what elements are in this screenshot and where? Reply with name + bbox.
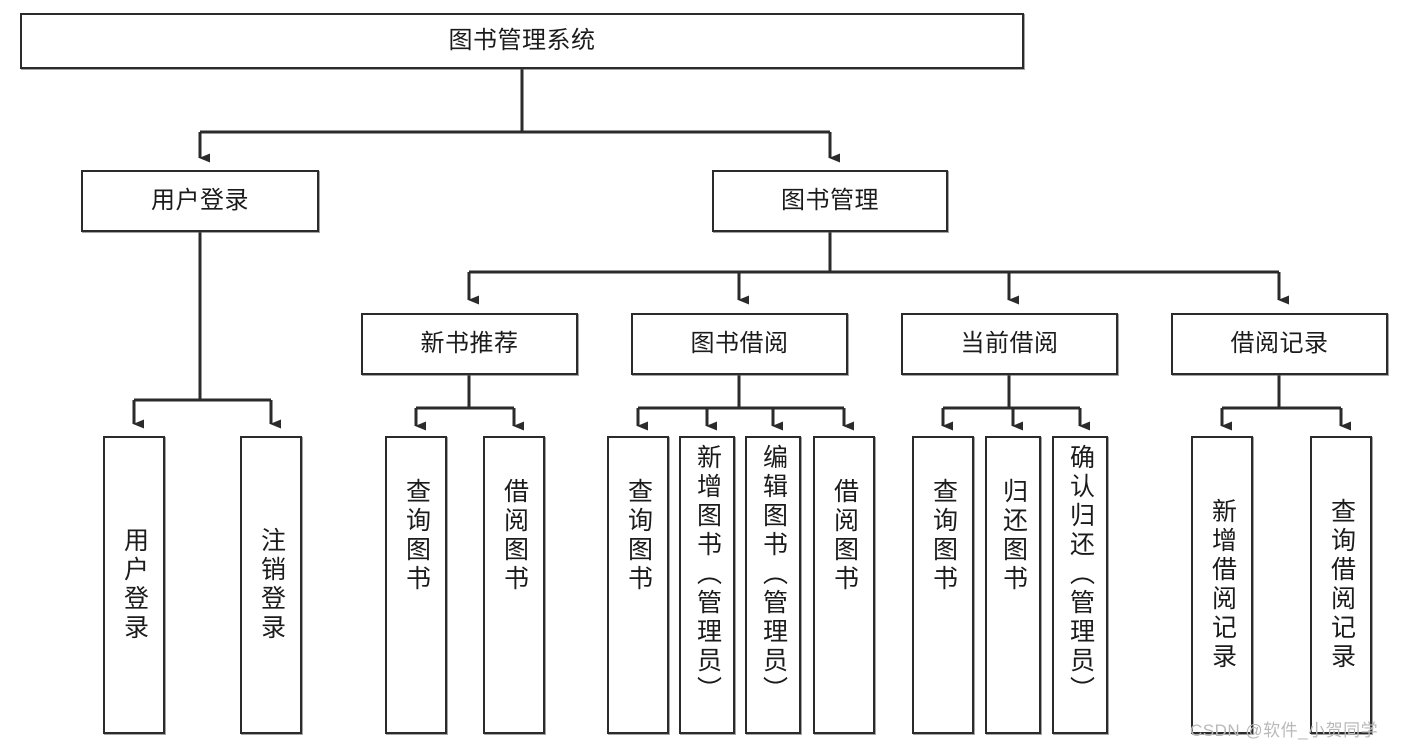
node-book-manage-label: 图书管理	[781, 186, 879, 214]
node-current-borrow-label: 当前借阅	[960, 329, 1059, 357]
node-leaf-borrow-borrow-book[interactable]: 借阅图书	[813, 436, 875, 734]
node-leaf-cur-confirm-return-label: 确认归还（管理员）	[1066, 444, 1095, 705]
node-user-login-label: 用户登录	[151, 186, 249, 214]
node-user-login[interactable]: 用户登录	[81, 170, 319, 232]
node-book-borrow[interactable]: 图书借阅	[631, 313, 848, 375]
node-book-borrow-label: 图书借阅	[690, 329, 789, 357]
node-leaf-borrow-add-book-label: 新增图书（管理员）	[693, 444, 722, 705]
node-new-book-recommend[interactable]: 新书推荐	[361, 313, 578, 375]
node-leaf-user-logout[interactable]: 注销登录	[240, 436, 302, 734]
csdn-watermark: CSDN @软件_小贺同学	[1190, 721, 1379, 740]
edge-currentborrow-to-leaves	[941, 375, 1090, 431]
node-leaf-user-login-label: 用户登录	[120, 527, 149, 643]
node-new-book-recommend-label: 新书推荐	[420, 329, 519, 357]
node-leaf-borrow-borrow-book-label: 借阅图书	[830, 478, 859, 594]
node-leaf-rec-add-record-label: 新增借阅记录	[1208, 498, 1237, 672]
node-leaf-borrow-query-book[interactable]: 查询图书	[607, 436, 669, 734]
node-root-system-label: 图书管理系统	[448, 26, 596, 54]
node-leaf-user-logout-label: 注销登录	[257, 527, 286, 643]
node-leaf-cur-confirm-return[interactable]: 确认归还（管理员）	[1052, 436, 1108, 734]
edge-bookmanage-to-level3	[467, 232, 1289, 305]
node-leaf-borrow-query-book-label: 查询图书	[624, 478, 653, 594]
edge-userlogin-to-leaves	[132, 232, 281, 429]
node-leaf-borrow-add-book[interactable]: 新增图书（管理员）	[679, 436, 735, 734]
edge-bookborrow-to-leaves	[636, 375, 854, 431]
node-leaf-rec-query-record[interactable]: 查询借阅记录	[1310, 436, 1372, 734]
edge-root-to-level2	[198, 69, 840, 163]
node-leaf-cur-query-book-label: 查询图书	[929, 478, 958, 594]
node-leaf-cur-query-book[interactable]: 查询图书	[912, 436, 974, 734]
edge-borrowrecord-to-leaves	[1220, 375, 1351, 431]
node-current-borrow[interactable]: 当前借阅	[901, 313, 1118, 375]
node-leaf-cur-return-book[interactable]: 归还图书	[985, 436, 1041, 734]
node-leaf-borrow-edit-book-label: 编辑图书（管理员）	[759, 444, 788, 705]
node-leaf-rec-borrow-book-label: 借阅图书	[500, 478, 529, 594]
node-root-system[interactable]: 图书管理系统	[20, 13, 1024, 69]
node-leaf-user-login[interactable]: 用户登录	[103, 436, 165, 734]
node-borrow-record[interactable]: 借阅记录	[1171, 313, 1388, 375]
node-borrow-record-label: 借阅记录	[1230, 329, 1329, 357]
node-leaf-rec-add-record[interactable]: 新增借阅记录	[1191, 436, 1253, 734]
node-book-manage[interactable]: 图书管理	[712, 170, 948, 232]
node-leaf-rec-borrow-book[interactable]: 借阅图书	[483, 436, 545, 734]
node-leaf-rec-query-book[interactable]: 查询图书	[385, 436, 447, 734]
node-leaf-rec-query-record-label: 查询借阅记录	[1327, 498, 1356, 672]
node-leaf-cur-return-book-label: 归还图书	[999, 478, 1028, 594]
edge-newbook-to-leaves	[414, 375, 524, 431]
node-leaf-borrow-edit-book[interactable]: 编辑图书（管理员）	[745, 436, 801, 734]
node-leaf-rec-query-book-label: 查询图书	[402, 478, 431, 594]
